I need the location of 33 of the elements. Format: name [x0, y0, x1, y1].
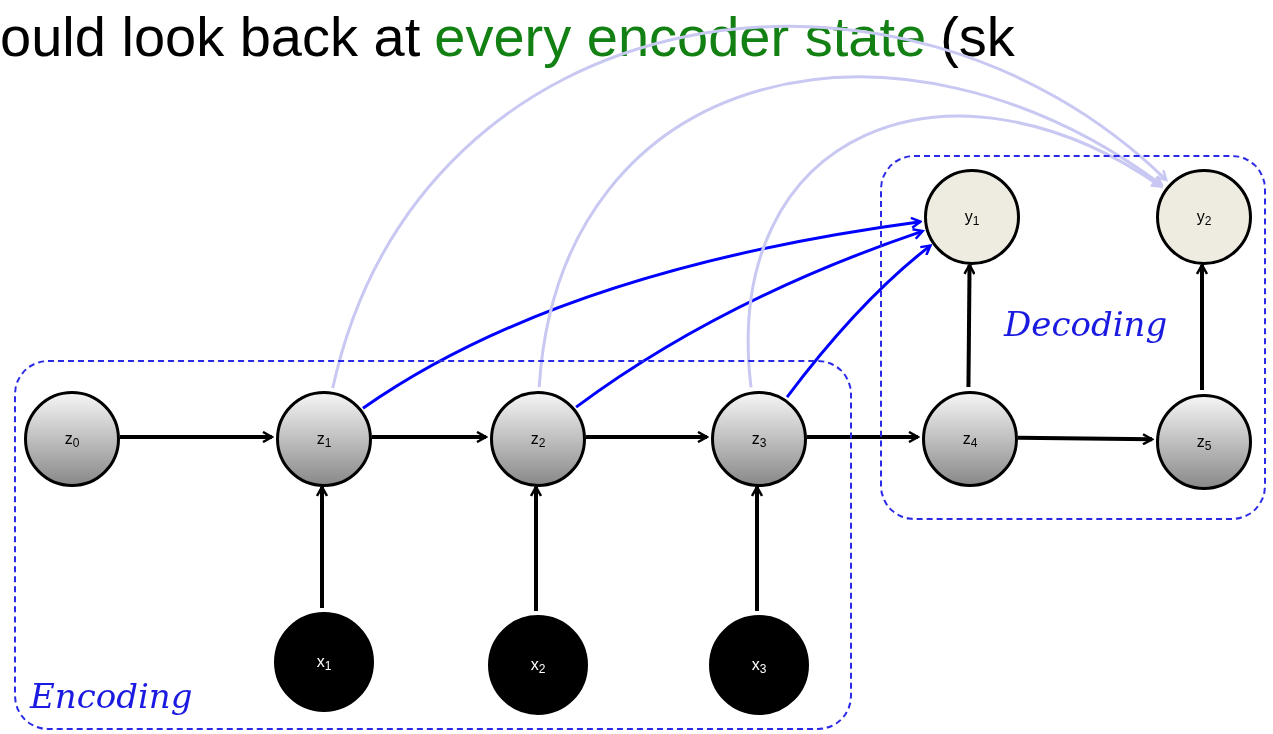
arrow: [750, 485, 764, 611]
title-text: ould look back at: [0, 4, 421, 70]
region-label: Encoding: [30, 675, 193, 718]
arrow: [120, 430, 274, 444]
node-label: x$_{1}$: [316, 652, 332, 674]
node-label: z$_{0}$: [64, 429, 80, 451]
node-label: y$_{2}$: [1196, 207, 1212, 229]
arrow: [331, 25, 1168, 389]
node-label: z$_{4}$: [962, 429, 978, 451]
title-text: (sk: [940, 4, 1015, 70]
node-label: z$_{3}$: [751, 429, 767, 451]
arrow: [362, 216, 922, 410]
node-label: z$_{5}$: [1196, 432, 1212, 454]
arrow: [1017, 433, 1154, 446]
arrow: [575, 228, 924, 409]
arrow: [747, 115, 1163, 388]
node-label: x$_{2}$: [530, 655, 546, 677]
arrow: [315, 485, 329, 608]
dashed-region: [14, 360, 852, 730]
node-label: z$_{1}$: [316, 429, 332, 451]
node-label: z$_{2}$: [530, 429, 546, 451]
region-label: Decoding: [1004, 303, 1168, 346]
dashed-region: [880, 155, 1266, 520]
arrow: [963, 263, 976, 388]
arrow: [1195, 263, 1209, 390]
arrow: [586, 430, 709, 444]
arrow: [529, 485, 543, 611]
node-label: x$_{3}$: [751, 655, 767, 677]
arrow: [537, 76, 1164, 388]
arrow: [785, 244, 932, 398]
arrow: [372, 430, 488, 444]
arrow: [807, 430, 920, 444]
node-label: y$_{1}$: [964, 207, 980, 229]
